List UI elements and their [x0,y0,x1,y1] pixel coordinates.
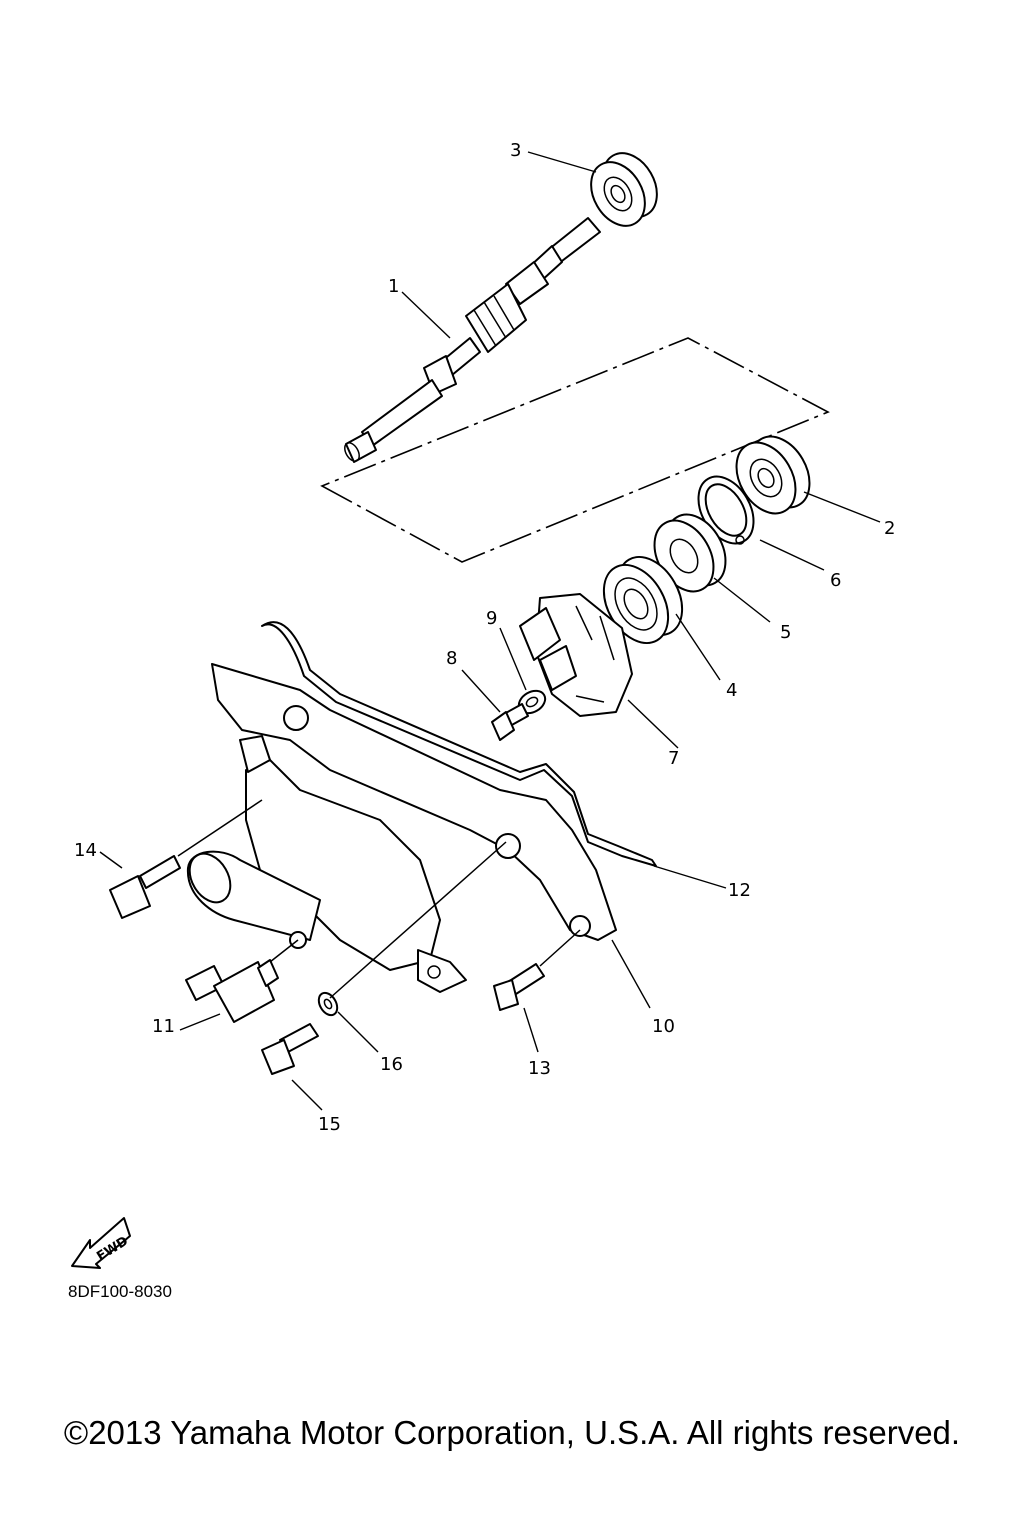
bolt-8 [491,703,529,741]
mechanical-seal [602,556,684,644]
callout-10: 10 [652,1016,675,1037]
leader-lines [99,151,881,1111]
callout-5: 5 [780,622,791,643]
bearing-right [735,435,811,515]
callout-1: 1 [388,276,399,297]
bolt-13-alignment-line [539,929,581,967]
pump-cover [211,663,617,941]
callout-16: 16 [380,1054,403,1075]
impeller-shaft [344,217,601,463]
bolt-14-alignment-line [177,799,263,857]
callout-9: 9 [486,608,497,629]
callout-11: 11 [152,1016,175,1037]
copyright-notice: ©2013 Yamaha Motor Corporation, U.S.A. A… [63,1414,961,1451]
callout-15: 15 [318,1114,341,1135]
bearing-top [590,152,658,227]
callout-4: 4 [726,680,737,701]
callout-12: 12 [728,880,751,901]
bolt-14 [109,855,181,919]
callout-7: 7 [668,748,679,769]
assembly-outline [320,337,830,563]
washer-16-alignment-line [329,841,507,999]
callout-6: 6 [830,570,841,591]
pump-housing [186,735,467,993]
callout-14: 14 [74,840,97,861]
callout-2: 2 [884,518,895,539]
callout-3: 3 [510,140,521,161]
washer-16 [317,991,339,1017]
callout-13: 13 [528,1058,551,1079]
gasket [261,621,657,867]
fwd-arrow-icon: FWD [71,1217,131,1269]
drawing-code: 8DF100-8030 [68,1282,172,1301]
bolt-13 [493,963,545,1011]
hose-fitting [185,959,279,1023]
impeller [519,593,633,717]
callout-8: 8 [446,648,457,669]
fitting-alignment-line [269,939,299,963]
bolt-15 [261,1023,319,1075]
